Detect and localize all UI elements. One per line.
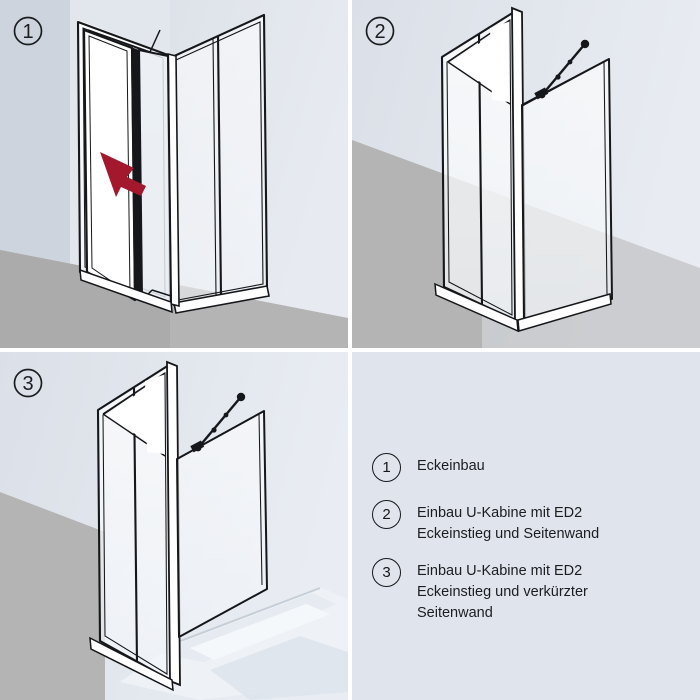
door-leaf-a-frame[interactable] <box>82 28 137 302</box>
legend-label-3: Einbau U-Kabine mit ED2 Eckeinstieg und … <box>417 563 588 622</box>
bottom-rail-right <box>517 293 612 332</box>
legend-item-2: 2 Einbau U-Kabine mit ED2 Eckeinstieg un… <box>372 500 692 545</box>
floor-shadow <box>0 250 170 348</box>
right-wall-inner <box>258 413 263 586</box>
upper-glass-highlight-2 <box>145 375 164 454</box>
legend-item-1: 1 Eckeinbau <box>372 453 692 482</box>
legend-list: 1 Eckeinbau 2 Einbau U-Kabine mit ED2 Ec… <box>372 453 692 643</box>
right-shortened-wall-glass <box>177 410 268 638</box>
panel-number-3: 3 <box>22 373 33 395</box>
legend-label-2: Einbau U-Kabine mit ED2 Eckeinstieg und … <box>417 505 600 543</box>
legend-label-1: Eckeinbau <box>417 458 485 474</box>
diagram-panel-3: 3 <box>0 352 348 700</box>
panel-number-2: 2 <box>374 21 385 43</box>
panel-number-badge-2: 2 <box>365 16 395 46</box>
bottom-rail-left <box>89 636 174 692</box>
legend-item-3: 3 Einbau U-Kabine mit ED2 Eckeinstieg un… <box>372 558 692 624</box>
legend-panel: 1 Eckeinbau 2 Einbau U-Kabine mit ED2 Ec… <box>352 352 700 700</box>
panel-number-badge-1: 1 <box>13 16 43 46</box>
fold-direction-arrow <box>100 152 146 197</box>
legend-number-3: 3 <box>372 558 401 588</box>
upper-glass-highlight-2 <box>490 22 509 102</box>
door-handle[interactable] <box>521 39 608 107</box>
door-leaf-b-glass <box>139 50 171 304</box>
floor <box>0 492 105 700</box>
legend-number-1: 1 <box>372 453 401 482</box>
bottom-rail-right <box>173 285 270 314</box>
panel-number-badge-3: 3 <box>13 368 43 398</box>
panel-number-1: 1 <box>22 21 33 43</box>
corner-post <box>166 360 181 687</box>
diagram-panel-1: 1 <box>0 0 348 348</box>
top-brace <box>87 29 161 53</box>
diagram-panel-2: 2 <box>352 0 700 348</box>
right-side-wall-glass <box>522 58 613 326</box>
right-side-wall-inner <box>603 61 608 295</box>
door-handle[interactable] <box>176 392 263 460</box>
bottom-rail-left <box>434 282 519 333</box>
legend-number-2: 2 <box>372 500 401 529</box>
bottom-rail-left <box>79 268 173 314</box>
